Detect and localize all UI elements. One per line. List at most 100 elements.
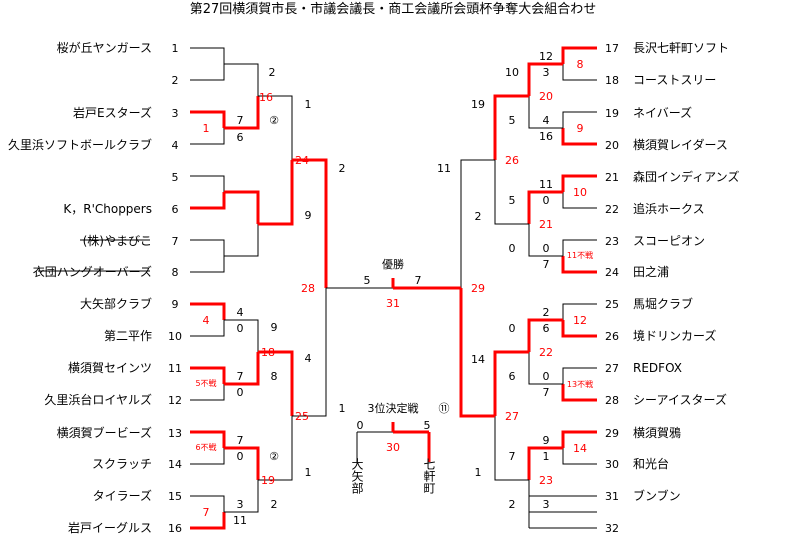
game-number: 21 xyxy=(539,218,553,231)
seed-number: 14 xyxy=(168,458,182,471)
team-name: 第二平作 xyxy=(104,329,152,343)
final-game-number: 31 xyxy=(386,297,400,310)
score: 4 xyxy=(543,114,550,127)
team-name: ネイバーズ xyxy=(633,105,692,120)
game-number: 1 xyxy=(203,122,210,135)
game-number: 23 xyxy=(539,474,553,487)
score: 1 xyxy=(475,466,482,479)
seed-number: 7 xyxy=(172,235,179,248)
score: 11 xyxy=(437,162,451,175)
third-right-score: 5 xyxy=(424,419,431,432)
team-name: 桜が丘ヤンガース xyxy=(57,40,152,55)
score: 11 xyxy=(539,178,553,191)
team-name: 馬堀クラブ xyxy=(633,296,693,311)
team-name: 追浜ホークス xyxy=(633,201,705,216)
game-number: 25 xyxy=(295,410,309,423)
game-number: 5不戦 xyxy=(195,378,216,388)
right-seed-list: 17 18 19 20 21 22 23 24 25 26 27 28 29 3… xyxy=(605,42,619,535)
team-name: ブンブン xyxy=(633,488,681,503)
team-name: 横須賀ブービーズ xyxy=(57,425,152,440)
seed-number: 13 xyxy=(168,427,182,440)
seed-number: 32 xyxy=(605,522,619,535)
score: 6 xyxy=(543,322,550,335)
seed-number: 21 xyxy=(605,171,619,184)
game-mark: ② xyxy=(269,114,279,127)
team-name: K，R'Choppers xyxy=(63,202,152,216)
left-score-annotations: 2 16 7 6 1 ② 1 24 2 9 28 4 0 4 9 18 7 0 … xyxy=(195,66,345,527)
game-number: 11不戦 xyxy=(567,250,593,260)
game-number: 16 xyxy=(259,91,273,104)
seed-number: 25 xyxy=(605,298,619,311)
score: 9 xyxy=(271,321,278,334)
seed-number: 15 xyxy=(168,490,182,503)
score: 4 xyxy=(305,352,312,365)
team-name: 横須賀セインツ xyxy=(68,361,152,375)
game-number: 18 xyxy=(261,346,275,359)
final-left-score: 5 xyxy=(364,274,371,287)
seed-number: 5 xyxy=(172,171,179,184)
game-number: 12 xyxy=(573,314,587,327)
team-name: 岩戸Eスターズ xyxy=(73,105,152,120)
score: 12 xyxy=(539,50,553,63)
seed-number: 30 xyxy=(605,458,619,471)
game-number: 29 xyxy=(471,282,485,295)
team-name: 横須賀レイダース xyxy=(633,137,728,152)
score: 1 xyxy=(305,98,312,111)
score: 0 xyxy=(543,370,550,383)
seed-number: 10 xyxy=(168,330,182,343)
game-number: 26 xyxy=(505,154,519,167)
game-number: 4 xyxy=(203,314,210,327)
game-number: 24 xyxy=(295,154,309,167)
score: 5 xyxy=(509,194,516,207)
seed-number: 6 xyxy=(172,203,179,216)
third-place-label: 3位決定戦 xyxy=(368,401,419,415)
score: 0 xyxy=(509,242,516,255)
score: 0 xyxy=(543,242,550,255)
game-number: 13不戦 xyxy=(567,379,593,389)
seed-number: 12 xyxy=(168,394,182,407)
seed-number: 17 xyxy=(605,42,619,55)
team-name: 岩戸イーグルス xyxy=(68,520,152,535)
seed-number: 28 xyxy=(605,394,619,407)
left-seed-list: 1 2 3 4 5 6 7 8 9 10 11 12 13 14 15 16 xyxy=(168,42,182,535)
seed-number: 18 xyxy=(605,74,619,87)
score: 1 xyxy=(305,466,312,479)
game-number: 20 xyxy=(539,90,553,103)
seed-number: 11 xyxy=(168,362,182,375)
team-name: 大矢部クラブ xyxy=(80,296,152,311)
team-name: 境ドリンカーズ xyxy=(633,328,716,343)
seed-number: 31 xyxy=(605,490,619,503)
score: 0 xyxy=(237,386,244,399)
seed-number: 27 xyxy=(605,362,619,375)
left-bracket-lines xyxy=(190,47,393,530)
score: 14 xyxy=(471,353,485,366)
seed-number: 8 xyxy=(172,266,179,279)
seed-number: 24 xyxy=(605,266,619,279)
score: 16 xyxy=(539,130,553,143)
score: 2 xyxy=(269,66,276,79)
score: 1 xyxy=(339,402,346,415)
right-bracket-lines xyxy=(391,46,597,529)
score: 0 xyxy=(509,322,516,335)
score: 9 xyxy=(305,209,312,222)
final-label: 優勝 xyxy=(382,257,404,271)
game-number: 22 xyxy=(539,346,553,359)
score: 0 xyxy=(237,322,244,335)
game-number: 28 xyxy=(301,282,315,295)
game-number: 8 xyxy=(577,58,584,71)
third-right-team: 七軒町 xyxy=(422,458,436,494)
score: 6 xyxy=(509,370,516,383)
seed-number: 29 xyxy=(605,427,619,440)
score: 2 xyxy=(271,498,278,511)
game-number: 6不戦 xyxy=(195,442,216,452)
left-team-list: 桜が丘ヤンガース 岩戸Eスターズ 久里浜ソフトボールクラブ K，R'Choppe… xyxy=(8,40,152,535)
score: 3 xyxy=(237,498,244,511)
team-name: 横須賀鴉 xyxy=(633,426,681,440)
game-number: 9 xyxy=(577,122,584,135)
third-left-team: 大矢部 xyxy=(350,458,364,494)
game-number: 10 xyxy=(573,186,587,199)
score: 7 xyxy=(237,370,244,383)
seed-number: 1 xyxy=(172,42,179,55)
score: 7 xyxy=(543,258,550,271)
